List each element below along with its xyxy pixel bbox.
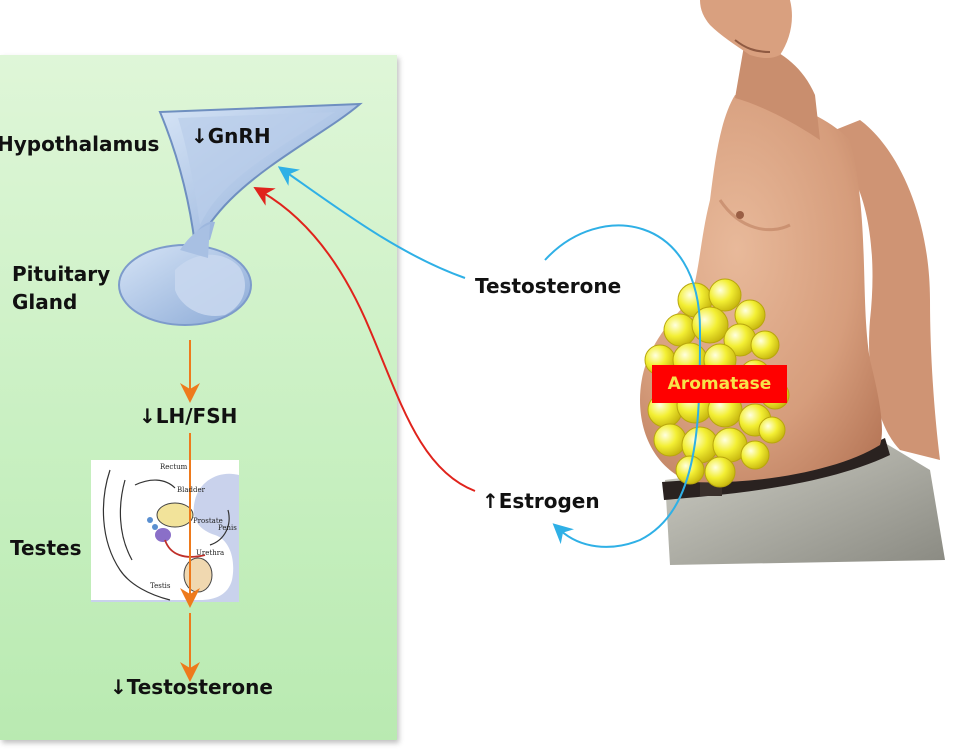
estrogen-feedback-arrow: [253, 186, 476, 492]
fat-cell: [740, 440, 770, 470]
label-testes: Testes: [10, 536, 82, 560]
label-penis: Penis: [218, 524, 237, 532]
fat-cell: [691, 306, 729, 344]
fat-cell: [750, 330, 780, 360]
label-lh-fsh: ↓LH/FSH: [139, 404, 238, 428]
label-bladder: Bladder: [177, 486, 206, 494]
label-urethra: Urethra: [196, 549, 225, 557]
pituitary-gland-illustration: [118, 102, 363, 326]
fat-cell: [653, 423, 687, 457]
label-prostate: Prostate: [193, 517, 223, 525]
label-estrogen: ↑Estrogen: [482, 489, 600, 513]
label-pituitary-line1: Pituitary: [12, 262, 111, 286]
label-rectum: Rectum: [160, 463, 188, 471]
fat-cell: [663, 313, 697, 347]
label-hypothalamus: Hypothalamus: [0, 132, 160, 156]
aromatase-badge: Aromatase: [652, 365, 787, 403]
fat-cell: [708, 278, 742, 312]
label-pituitary-line2: Gland: [12, 290, 78, 314]
testosterone-feedback-arrow: [277, 166, 466, 279]
label-testis: Testis: [150, 582, 171, 590]
label-gnrh: ↓GnRH: [191, 124, 271, 148]
male-reproductive-diagram: [91, 460, 239, 602]
label-testosterone: Testosterone: [475, 274, 622, 298]
fat-cell: [758, 416, 786, 444]
fat-cell: [704, 456, 736, 488]
label-testosterone-low: ↓Testosterone: [110, 675, 273, 699]
